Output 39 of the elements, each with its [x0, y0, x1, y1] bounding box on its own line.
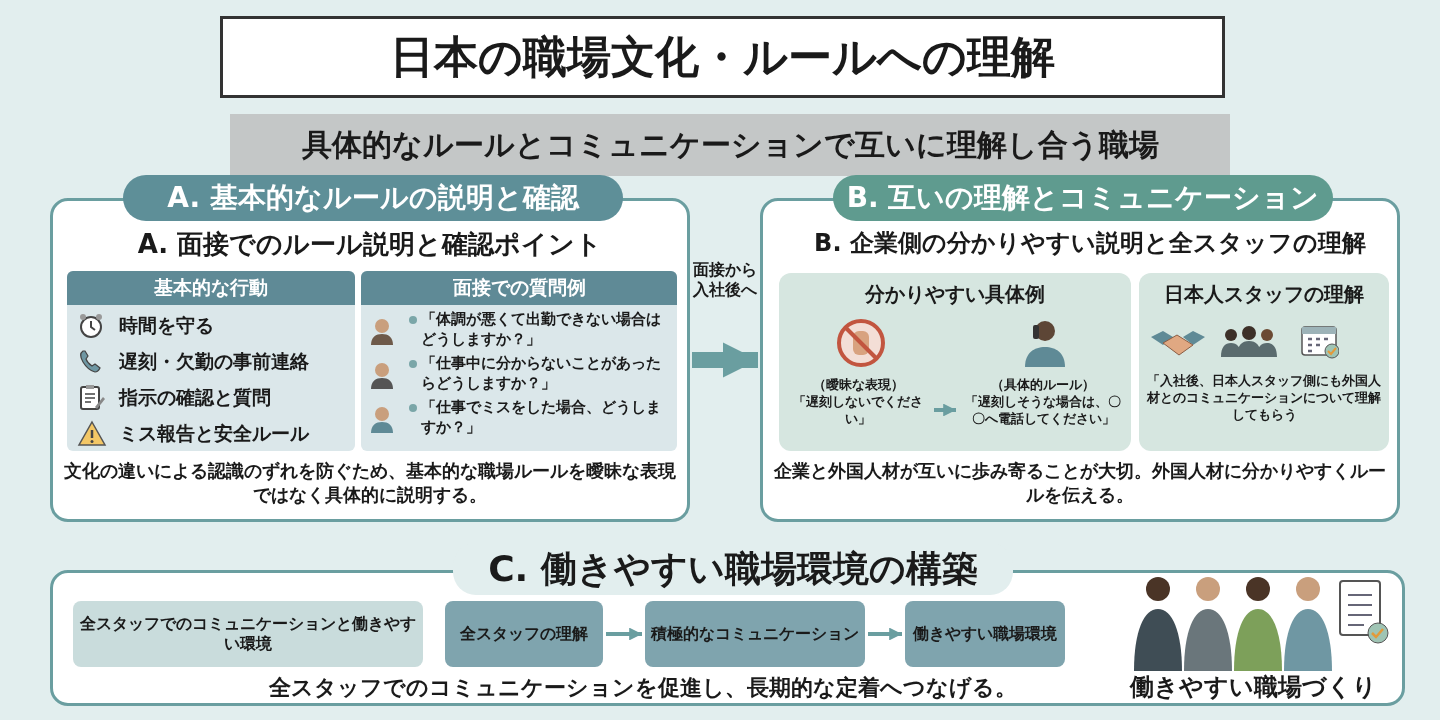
process-box: 働きやすい職場環境 — [905, 601, 1065, 667]
arrow — [606, 627, 642, 641]
example-text: （具体的ルール） — [990, 377, 1096, 394]
example-text: 「遅刻しないでください」 — [792, 393, 924, 428]
info-card — [361, 271, 677, 451]
callout-box: 全スタッフでのコミュニケーションと働きやすい環境 — [73, 601, 423, 667]
arrow — [868, 627, 902, 641]
arrow — [692, 342, 758, 378]
edge-label: 面接から入社後へ — [690, 260, 760, 300]
info-card — [779, 273, 1131, 451]
process-box: 全スタッフの理解 — [445, 601, 603, 667]
question-text: 「仕事でミスをした場合、どうしますか？」 — [421, 398, 662, 437]
info-card — [1139, 273, 1389, 451]
section-header: A. 基本的なルールの説明と確認 — [123, 175, 623, 221]
example-text: （曖昧な表現） — [811, 377, 905, 394]
list-item: 指示の確認と質問 — [119, 385, 271, 410]
section-subheading: B. 企業側の分かりやすい説明と全スタッフの理解 — [813, 228, 1367, 259]
arrow — [934, 403, 956, 417]
summary-text: 全スタッフでのコミュニケーションを促進し、長期的な定着へつなげる。 — [268, 674, 1018, 702]
title-banner: 日本の職場文化・ルールへの理解 — [220, 16, 1225, 98]
list-item: 時間を守る — [119, 313, 214, 338]
card-heading: 日本人スタッフの理解 — [1163, 281, 1365, 308]
column-header: 面接での質問例 — [361, 271, 677, 305]
card-text: 「入社後、日本人スタッフ側にも外国人材とのコミュニケーションについて理解してもらう — [1146, 373, 1382, 424]
list-item: 遅刻・欠勤の事前連絡 — [119, 349, 309, 374]
card-heading: 分かりやすい具体例 — [864, 281, 1046, 308]
column-header: 基本的な行動 — [67, 271, 355, 305]
process-box: 積極的なコミュニケーション — [645, 601, 865, 667]
info-card — [67, 271, 355, 451]
section-header: B. 互いの理解とコミュニケーション — [833, 175, 1333, 221]
summary-text: 企業と外国人材が互いに歩み寄ることが大切。外国人材に分かりやすくルールを伝える。 — [773, 459, 1387, 508]
example-text: 「遅刻しそうな場合は、〇〇へ電話してください」 — [964, 393, 1122, 428]
question-text: 「体調が悪くて出勤できない場合はどうしますか？」 — [421, 310, 662, 349]
question-text: 「仕事中に分からないことがあったらどうしますか？」 — [421, 354, 662, 393]
subtitle-band: 具体的なルールとコミュニケーションで互いに理解し合う職場 — [230, 114, 1230, 176]
list-item: ミス報告と安全ルール — [119, 421, 309, 446]
section-subheading: A. 面接でのルール説明と確認ポイント — [136, 228, 604, 261]
summary-text: 文化の違いによる認識のずれを防ぐため、基本的な職場ルールを曖昧な表現ではなく具体的に説明する。 — [63, 459, 677, 508]
caption: 働きやすい職場づくり — [1113, 671, 1393, 703]
